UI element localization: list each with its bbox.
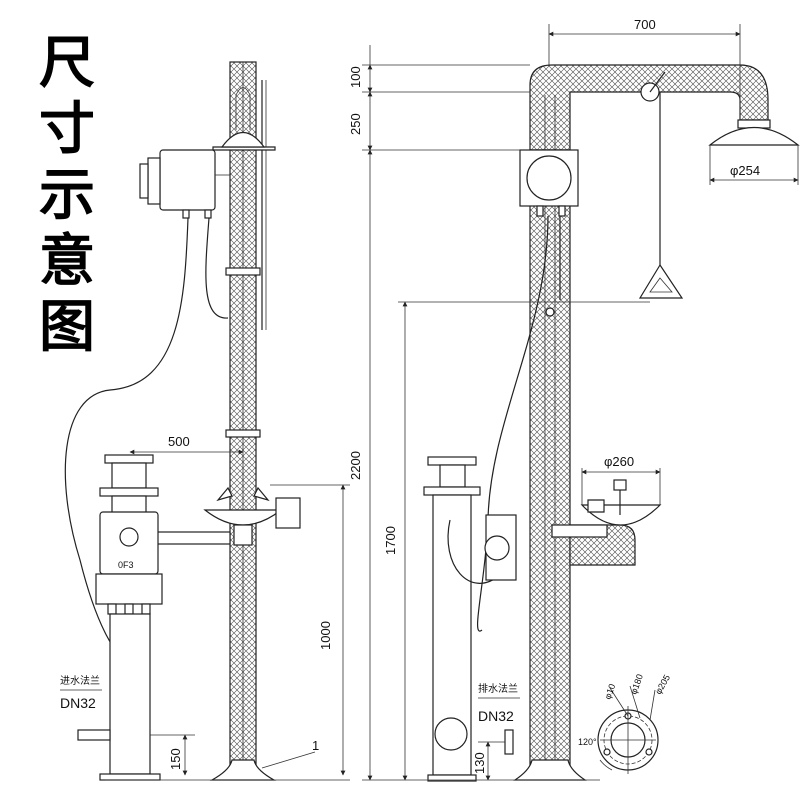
title-char-5: 图 [39,295,95,360]
dim-base-150: 150 [168,748,183,770]
shower-head-side [708,119,800,146]
front-view: 0F3 进水法兰 DN32 500 1000 150 1 [60,61,350,781]
side-base [513,759,587,781]
junction-box-side [519,149,579,217]
dim-1700: 1700 [383,526,398,555]
dim-2200: 2200 [348,451,363,480]
dim-250: 250 [348,113,363,135]
flange-detail: φ10 φ180 φ205 120° [578,673,672,774]
box-mark: 0F3 [118,560,134,570]
flange-angle: 120° [578,737,597,747]
flange-outer-dia: φ205 [653,673,672,696]
part-callout-1: 1 [312,738,319,753]
shower-arm [529,64,769,151]
title-char-4: 意 [39,229,95,294]
flange-hole-dia: φ10 [602,682,617,700]
drain-size: DN32 [478,708,514,724]
valve-assembly: 0F3 [77,454,163,781]
dim-130: 130 [472,752,487,774]
dim-width-500: 500 [168,434,190,449]
front-base [209,759,277,781]
drain-label: 排水法兰 [478,682,518,695]
inlet-size: DN32 [60,695,96,711]
side-view: 排水法兰 DN32 700 100 250 2200 1700 130 φ254 [348,17,800,782]
title-char-2: 寸 [39,97,95,162]
eyewash-diameter: φ260 [604,454,634,469]
title-char-3: 示 [39,163,95,228]
dim-top-700: 700 [634,17,656,32]
flange-pcd: φ180 [628,673,645,696]
pull-handle [638,263,684,299]
drain-assembly [423,456,517,782]
eyewash-bowl [203,486,301,546]
junction-box-upper [139,149,230,219]
shower-diameter: φ254 [730,163,760,178]
dim-100: 100 [348,66,363,88]
title-char-1: 尺 [39,31,95,96]
inlet-label: 进水法兰 [60,674,100,687]
dim-height-1000: 1000 [318,621,333,650]
